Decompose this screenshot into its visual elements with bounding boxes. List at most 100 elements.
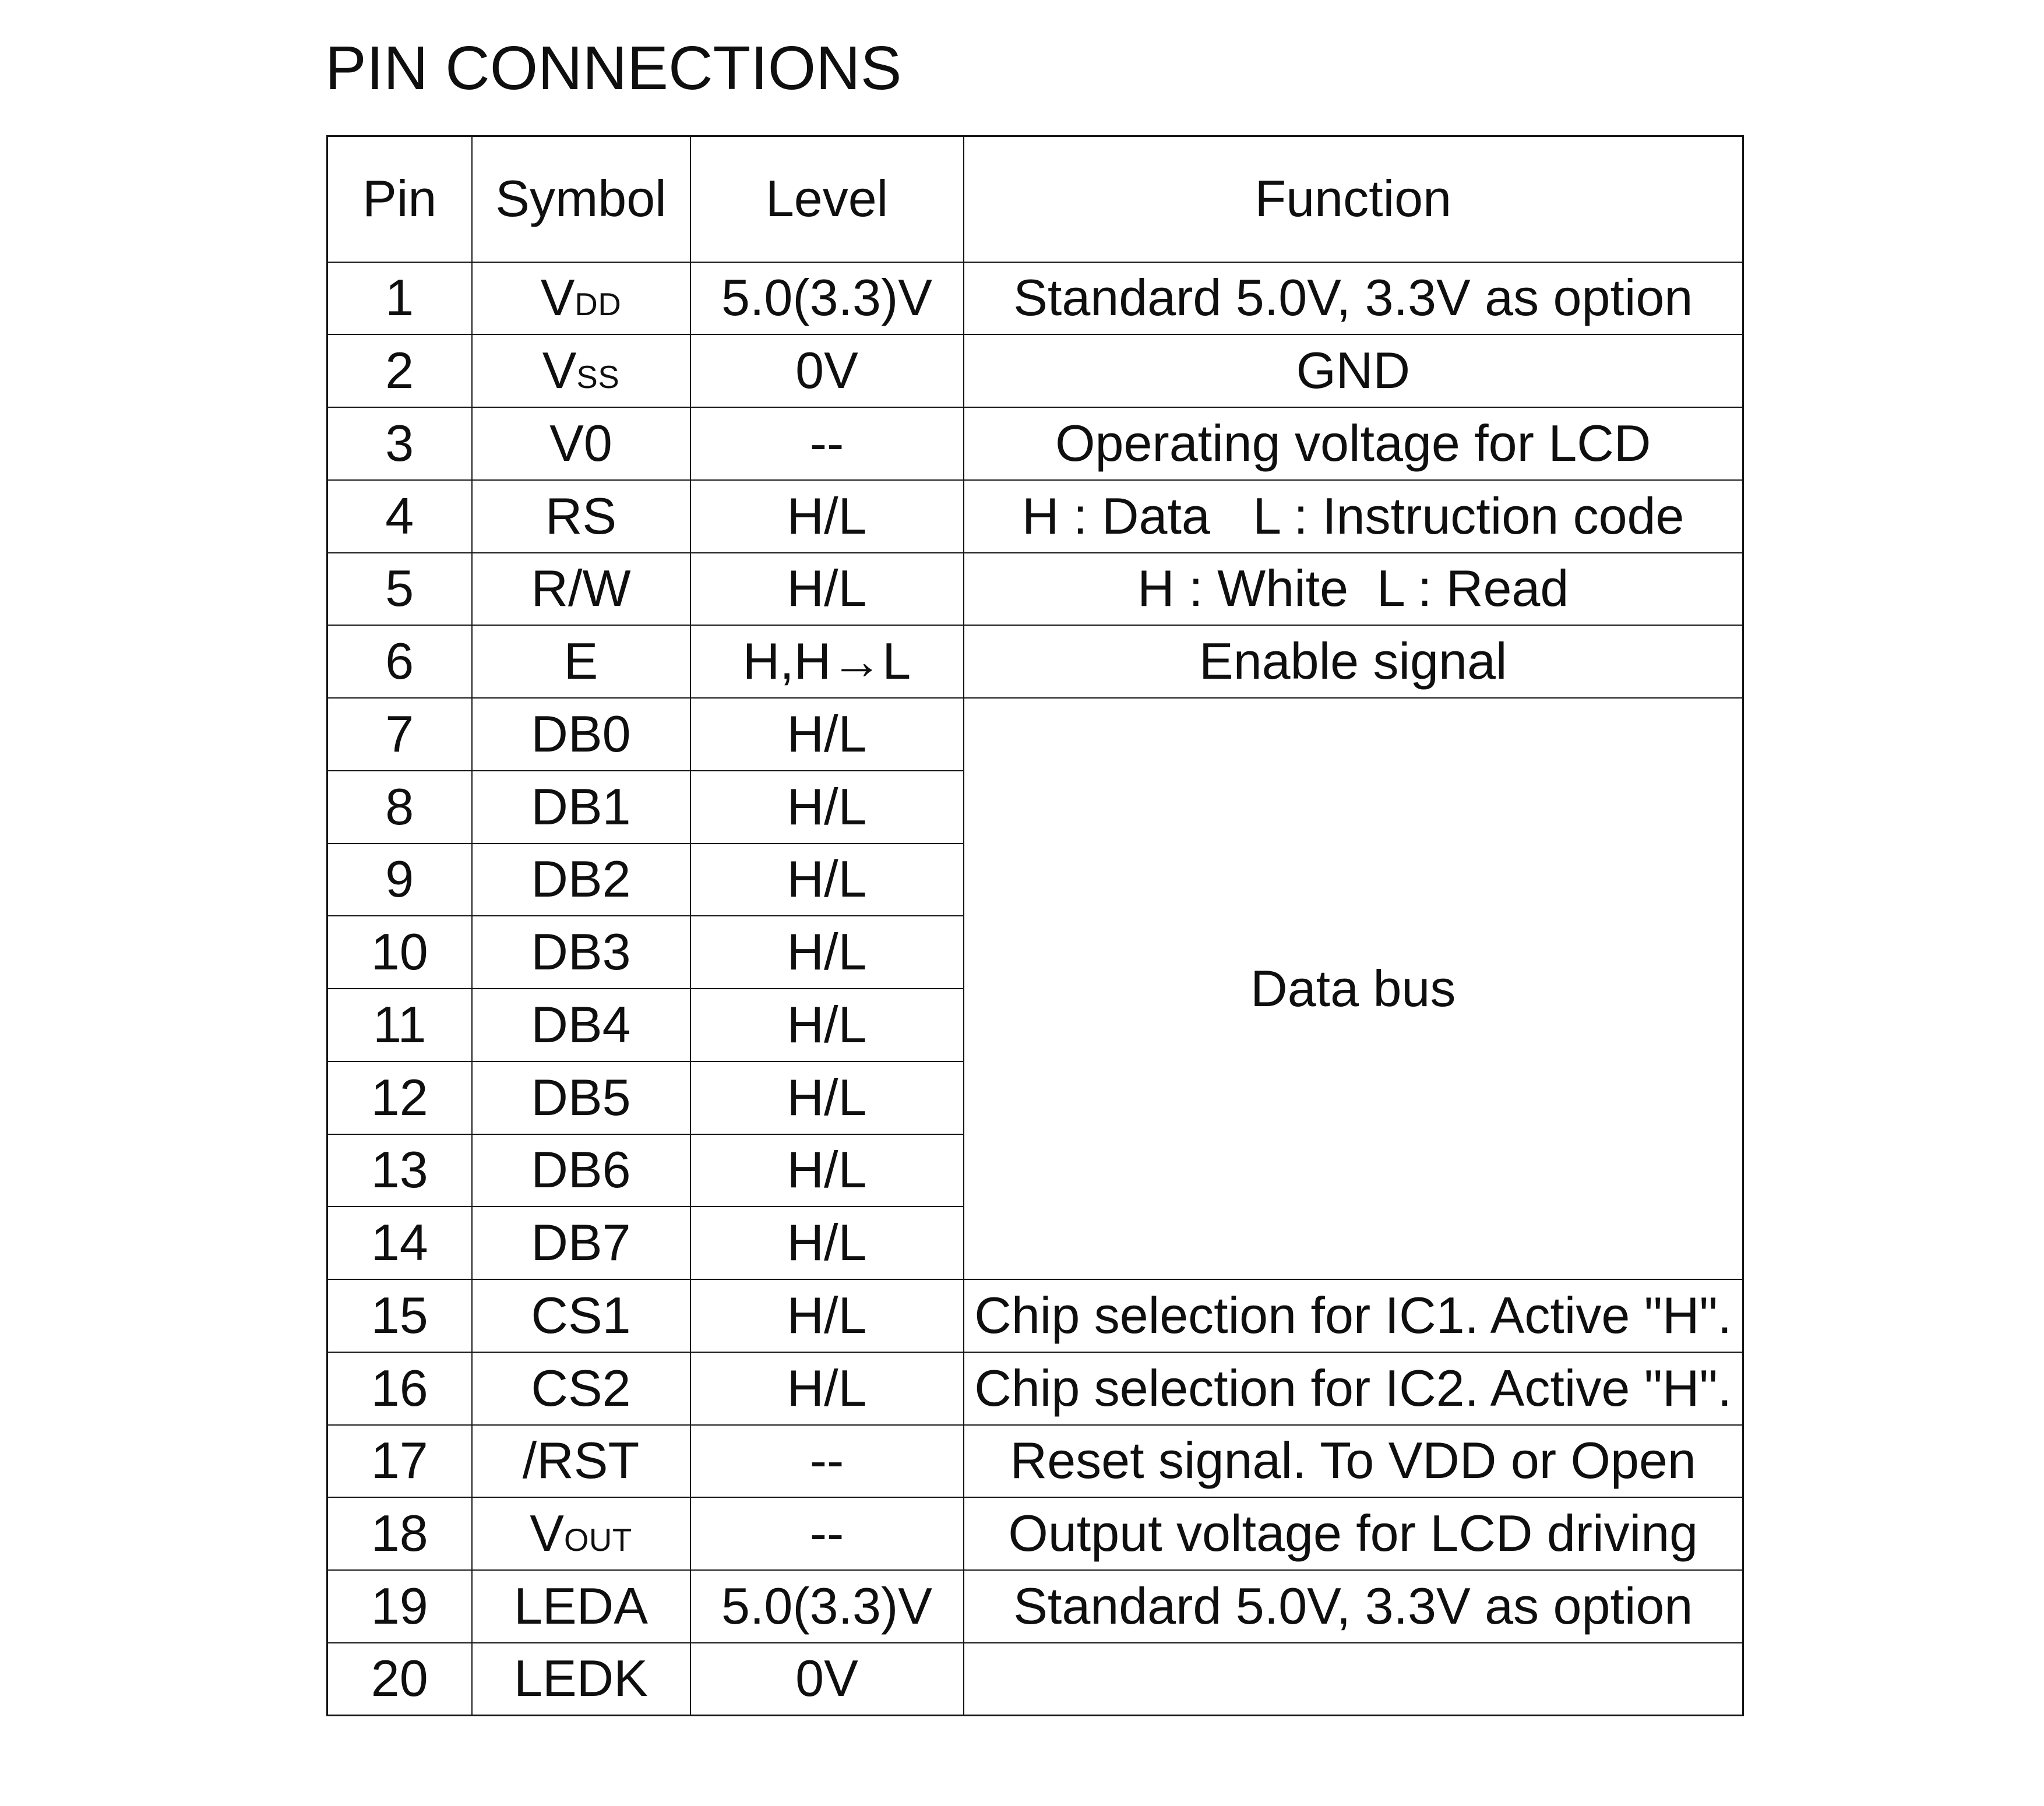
level-cell: H/L (689, 1206, 964, 1280)
symbol-cell: VOUT (471, 1497, 691, 1571)
level-cell: H/L (689, 915, 964, 989)
table-row: 12 DB5 H/L (326, 1060, 1743, 1135)
table-header-row: Pin Symbol Level Function (326, 135, 1744, 263)
symbol-text: LEDK (514, 1649, 648, 1708)
symbol-subscript: SS (576, 359, 620, 396)
header-symbol: Symbol (471, 135, 691, 263)
function-cell: Standard 5.0V, 3.3V as option (963, 1569, 1744, 1643)
pin-cell: 16 (326, 1351, 473, 1426)
table-row: 18 VOUT -- Output voltage for LCD drivin… (326, 1497, 1744, 1571)
table-row: 16 CS2 H/L Chip selection for IC2. Activ… (326, 1351, 1744, 1426)
function-cell: Output voltage for LCD driving (963, 1497, 1744, 1571)
table-row: 5 R/W H/L H : White L : Read (326, 552, 1744, 626)
level-cell: H/L (689, 988, 964, 1062)
level-cell: H/L (689, 842, 964, 917)
level-cell: -- (689, 1424, 964, 1498)
pin-cell: 7 (326, 697, 473, 771)
symbol-text: /RST (522, 1431, 640, 1490)
level-cell: H/L (689, 770, 964, 844)
function-cell: Operating voltage for LCD (963, 407, 1744, 481)
symbol-cell: LEDA (471, 1569, 691, 1643)
symbol-cell: DB3 (471, 915, 691, 989)
table-row: 20 LEDK 0V (326, 1642, 1744, 1716)
level-cell: H/L (689, 1060, 964, 1135)
symbol-text: DB6 (531, 1141, 631, 1199)
symbol-cell: CS1 (471, 1279, 691, 1353)
symbol-text: E (563, 632, 598, 690)
symbol-text: DB4 (531, 995, 631, 1053)
pin-connections-table: Pin Symbol Level Function 1 VDD 5.0(3.3)… (326, 135, 1744, 1716)
table-row: 3 V0 -- Operating voltage for LCD (326, 407, 1744, 481)
pin-cell: 6 (326, 625, 473, 699)
level-cell: -- (689, 1497, 964, 1571)
pin-cell: 2 (326, 334, 473, 408)
symbol-cell: VDD (471, 261, 691, 336)
level-cell: H/L (689, 479, 964, 553)
symbol-text: V (542, 341, 577, 400)
symbol-text: LEDA (514, 1576, 648, 1635)
table-row: 19 LEDA 5.0(3.3)V Standard 5.0V, 3.3V as… (326, 1569, 1744, 1643)
level-cell: H,H→L (689, 625, 964, 699)
function-cell: Reset signal. To VDD or Open (963, 1424, 1744, 1498)
symbol-text: DB7 (531, 1214, 631, 1272)
level-cell: -- (689, 407, 964, 481)
pin-cell: 8 (326, 770, 473, 844)
symbol-cell: DB0 (471, 697, 691, 771)
symbol-text: DB0 (531, 704, 631, 763)
level-cell: H/L (689, 697, 964, 771)
level-cell: 5.0(3.3)V (689, 1569, 964, 1643)
function-cell-data-bus: Data bus (963, 697, 1744, 1280)
table-row: 17 /RST -- Reset signal. To VDD or Open (326, 1424, 1744, 1498)
table-row: 9 DB2 H/L (326, 842, 1743, 917)
symbol-cell: CS2 (471, 1351, 691, 1426)
header-pin: Pin (326, 135, 473, 263)
symbol-cell: DB5 (471, 1060, 691, 1135)
table-row: 4 RS H/L H : Data L : Instruction code (326, 479, 1744, 553)
level-cell: 0V (689, 334, 964, 408)
function-cell (963, 1642, 1744, 1716)
symbol-cell: DB7 (471, 1206, 691, 1280)
pin-cell: 17 (326, 1424, 473, 1498)
header-level: Level (689, 135, 964, 263)
table-row: 8 DB1 H/L (326, 770, 1743, 844)
table-row: 15 CS1 H/L Chip selection for IC1. Activ… (326, 1279, 1744, 1353)
symbol-cell: DB1 (471, 770, 691, 844)
pin-cell: 19 (326, 1569, 473, 1643)
page-title: PIN CONNECTIONS (325, 34, 902, 103)
symbol-text: DB2 (531, 850, 631, 908)
table-row: 2 VSS 0V GND (326, 334, 1744, 408)
level-cell: H/L (689, 1279, 964, 1353)
level-cell: 5.0(3.3)V (689, 261, 964, 336)
function-cell: Chip selection for IC2. Active "H". (963, 1351, 1744, 1426)
pin-cell: 4 (326, 479, 473, 553)
pin-cell: 1 (326, 261, 473, 336)
function-cell: H : Data L : Instruction code (963, 479, 1744, 553)
table-row: 10 DB3 H/L (326, 915, 1743, 989)
pin-cell: 10 (326, 915, 473, 989)
pin-cell: 15 (326, 1279, 473, 1353)
symbol-text: DB5 (531, 1068, 631, 1126)
header-function: Function (963, 135, 1744, 263)
pin-cell: 20 (326, 1642, 473, 1716)
table-row: 13 DB6 H/L (326, 1133, 1743, 1208)
symbol-text: V (540, 269, 575, 327)
symbol-cell: DB2 (471, 842, 691, 917)
table-row: 11 DB4 H/L (326, 988, 1743, 1062)
pin-cell: 11 (326, 988, 473, 1062)
table-row: 7 DB0 H/L Data bus (326, 697, 1744, 1280)
symbol-text: CS1 (531, 1286, 631, 1344)
symbol-text: RS (545, 486, 617, 545)
table-row: 6 E H,H→L Enable signal (326, 625, 1744, 699)
function-cell: Standard 5.0V, 3.3V as option (963, 261, 1744, 336)
symbol-text: DB1 (531, 777, 631, 835)
function-cell: GND (963, 334, 1744, 408)
symbol-subscript: DD (575, 287, 622, 323)
symbol-cell: LEDK (471, 1642, 691, 1716)
pin-cell: 3 (326, 407, 473, 481)
symbol-cell: DB6 (471, 1133, 691, 1208)
symbol-cell: /RST (471, 1424, 691, 1498)
function-cell: Chip selection for IC1. Active "H". (963, 1279, 1744, 1353)
symbol-text: R/W (531, 559, 631, 618)
pin-cell: 14 (326, 1206, 473, 1280)
